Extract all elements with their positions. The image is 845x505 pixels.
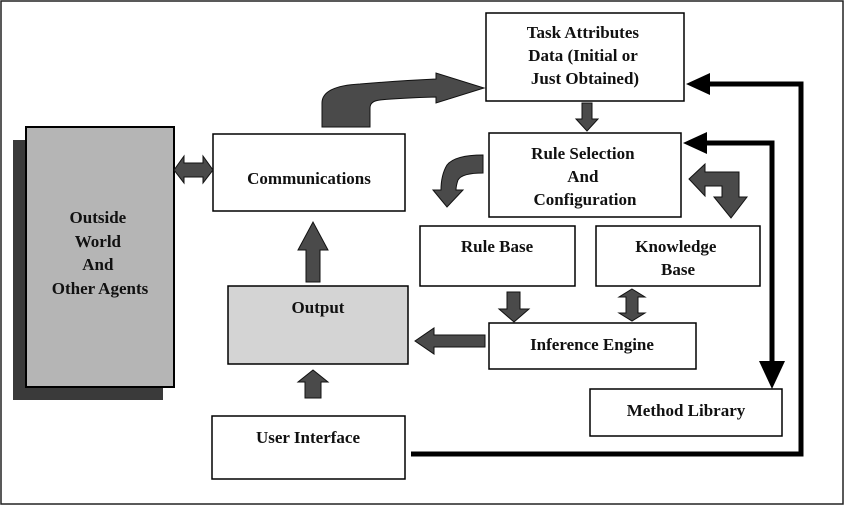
output-label: Output (292, 298, 345, 317)
knowledge-base-box (595, 225, 761, 287)
arrow-rule-base-to-inference (497, 291, 531, 323)
rule-selection-label: Rule Selection And Configuration (531, 144, 639, 209)
arrow-task-to-rule-selection (574, 102, 600, 132)
arrowhead-into-task (686, 73, 710, 95)
method-library-label: Method Library (627, 401, 746, 420)
double-arrow-outside-communications (173, 154, 214, 185)
line-rule-selection-method-library (704, 140, 775, 366)
inference-engine-label: Inference Engine (530, 335, 654, 354)
rule-base-label: Rule Base (461, 237, 534, 256)
arrow-user-interface-to-output (296, 369, 330, 399)
curved-arrow-rule-selection-to-rule-base (431, 154, 484, 208)
communications-box (212, 133, 406, 212)
task-attributes-label: Task Attributes Data (Initial or Just Ob… (527, 23, 644, 88)
line-user-interface-to-task (411, 81, 804, 457)
outside-world-label: Outside World And Other Agents (52, 208, 149, 298)
arrowhead-into-method-library (759, 361, 785, 389)
knowledge-base-label: Knowledge Base (635, 237, 720, 279)
communications-label: Communications (247, 169, 371, 188)
arrow-inference-to-output (414, 327, 486, 355)
user-interface-label: User Interface (256, 428, 360, 447)
rule-selection-box (488, 132, 682, 218)
double-arrow-knowledge-base-inference (617, 288, 647, 322)
rule-base-box (419, 225, 576, 287)
arrow-output-to-communications (297, 220, 329, 283)
inference-engine-box (488, 322, 697, 370)
outside-world-box (25, 126, 175, 388)
user-interface-box (211, 415, 406, 480)
task-attributes-box (485, 12, 685, 102)
bent-double-arrow-rule-selection-knowledge-base (688, 162, 749, 219)
curved-arrow-communications-to-task (321, 72, 486, 128)
output-box (227, 285, 409, 365)
method-library-box (589, 388, 783, 437)
arrowhead-into-rule-selection (683, 132, 707, 154)
